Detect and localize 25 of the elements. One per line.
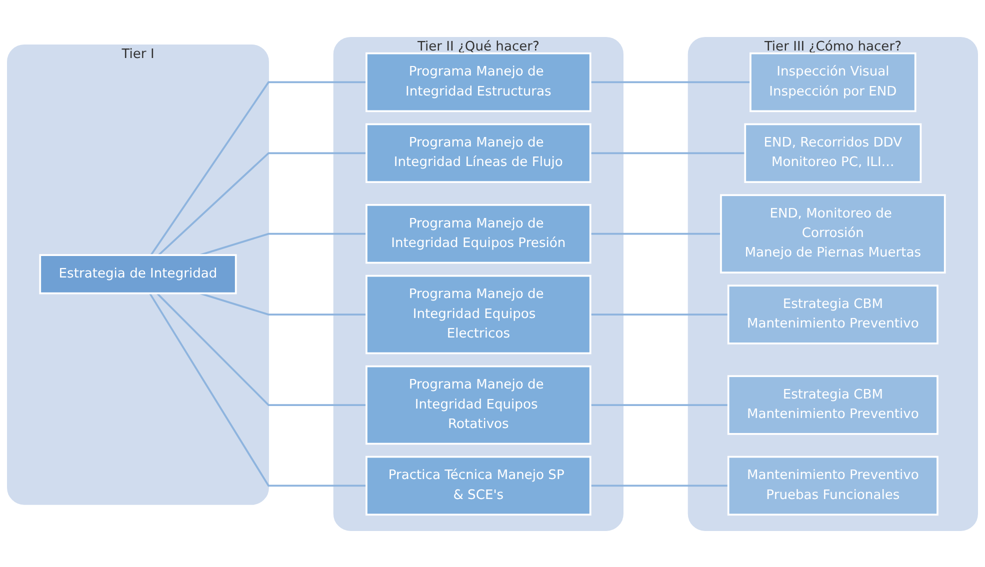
node-box: Estrategia CBM Mantenimiento Preventivo — [727, 284, 938, 344]
node-box: END, Recorridos DDV Monitoreo PC, ILI… — [744, 122, 922, 183]
connector — [158, 152, 366, 256]
connector — [149, 292, 366, 486]
connector — [590, 404, 728, 406]
node-box: Inspección Visual Inspección por END — [750, 52, 916, 112]
connector — [590, 484, 728, 486]
connector — [590, 232, 721, 234]
node-box: Programa Manejo de Integridad Estructuras — [366, 52, 592, 112]
connector — [200, 232, 366, 256]
node-box: Programa Manejo de Integridad Equipos Presión — [366, 204, 592, 264]
node-box: Practica Técnica Manejo SP & SCE's — [366, 455, 592, 516]
connector — [590, 152, 746, 154]
node-box: END, Monitoreo de Corrosión Manejo de Piernas Muertas — [720, 194, 946, 273]
node-box: Programa Manejo de Integridad Equipos Rotativos — [366, 364, 592, 444]
node-box: Programa Manejo de Integridad Equipos Electricos — [366, 274, 592, 354]
node-box: Estrategia de Integridad — [39, 254, 237, 294]
node-box: Mantenimiento Preventivo Pruebas Funcionales — [727, 455, 938, 516]
connector — [590, 80, 750, 83]
node-box: Estrategia CBM Mantenimiento Preventivo — [727, 374, 938, 434]
connector — [200, 292, 366, 315]
connector — [156, 292, 366, 406]
connector — [590, 313, 728, 315]
node-box: Programa Manejo de Integridad Líneas de Flujo — [366, 122, 592, 183]
connector — [150, 80, 366, 256]
